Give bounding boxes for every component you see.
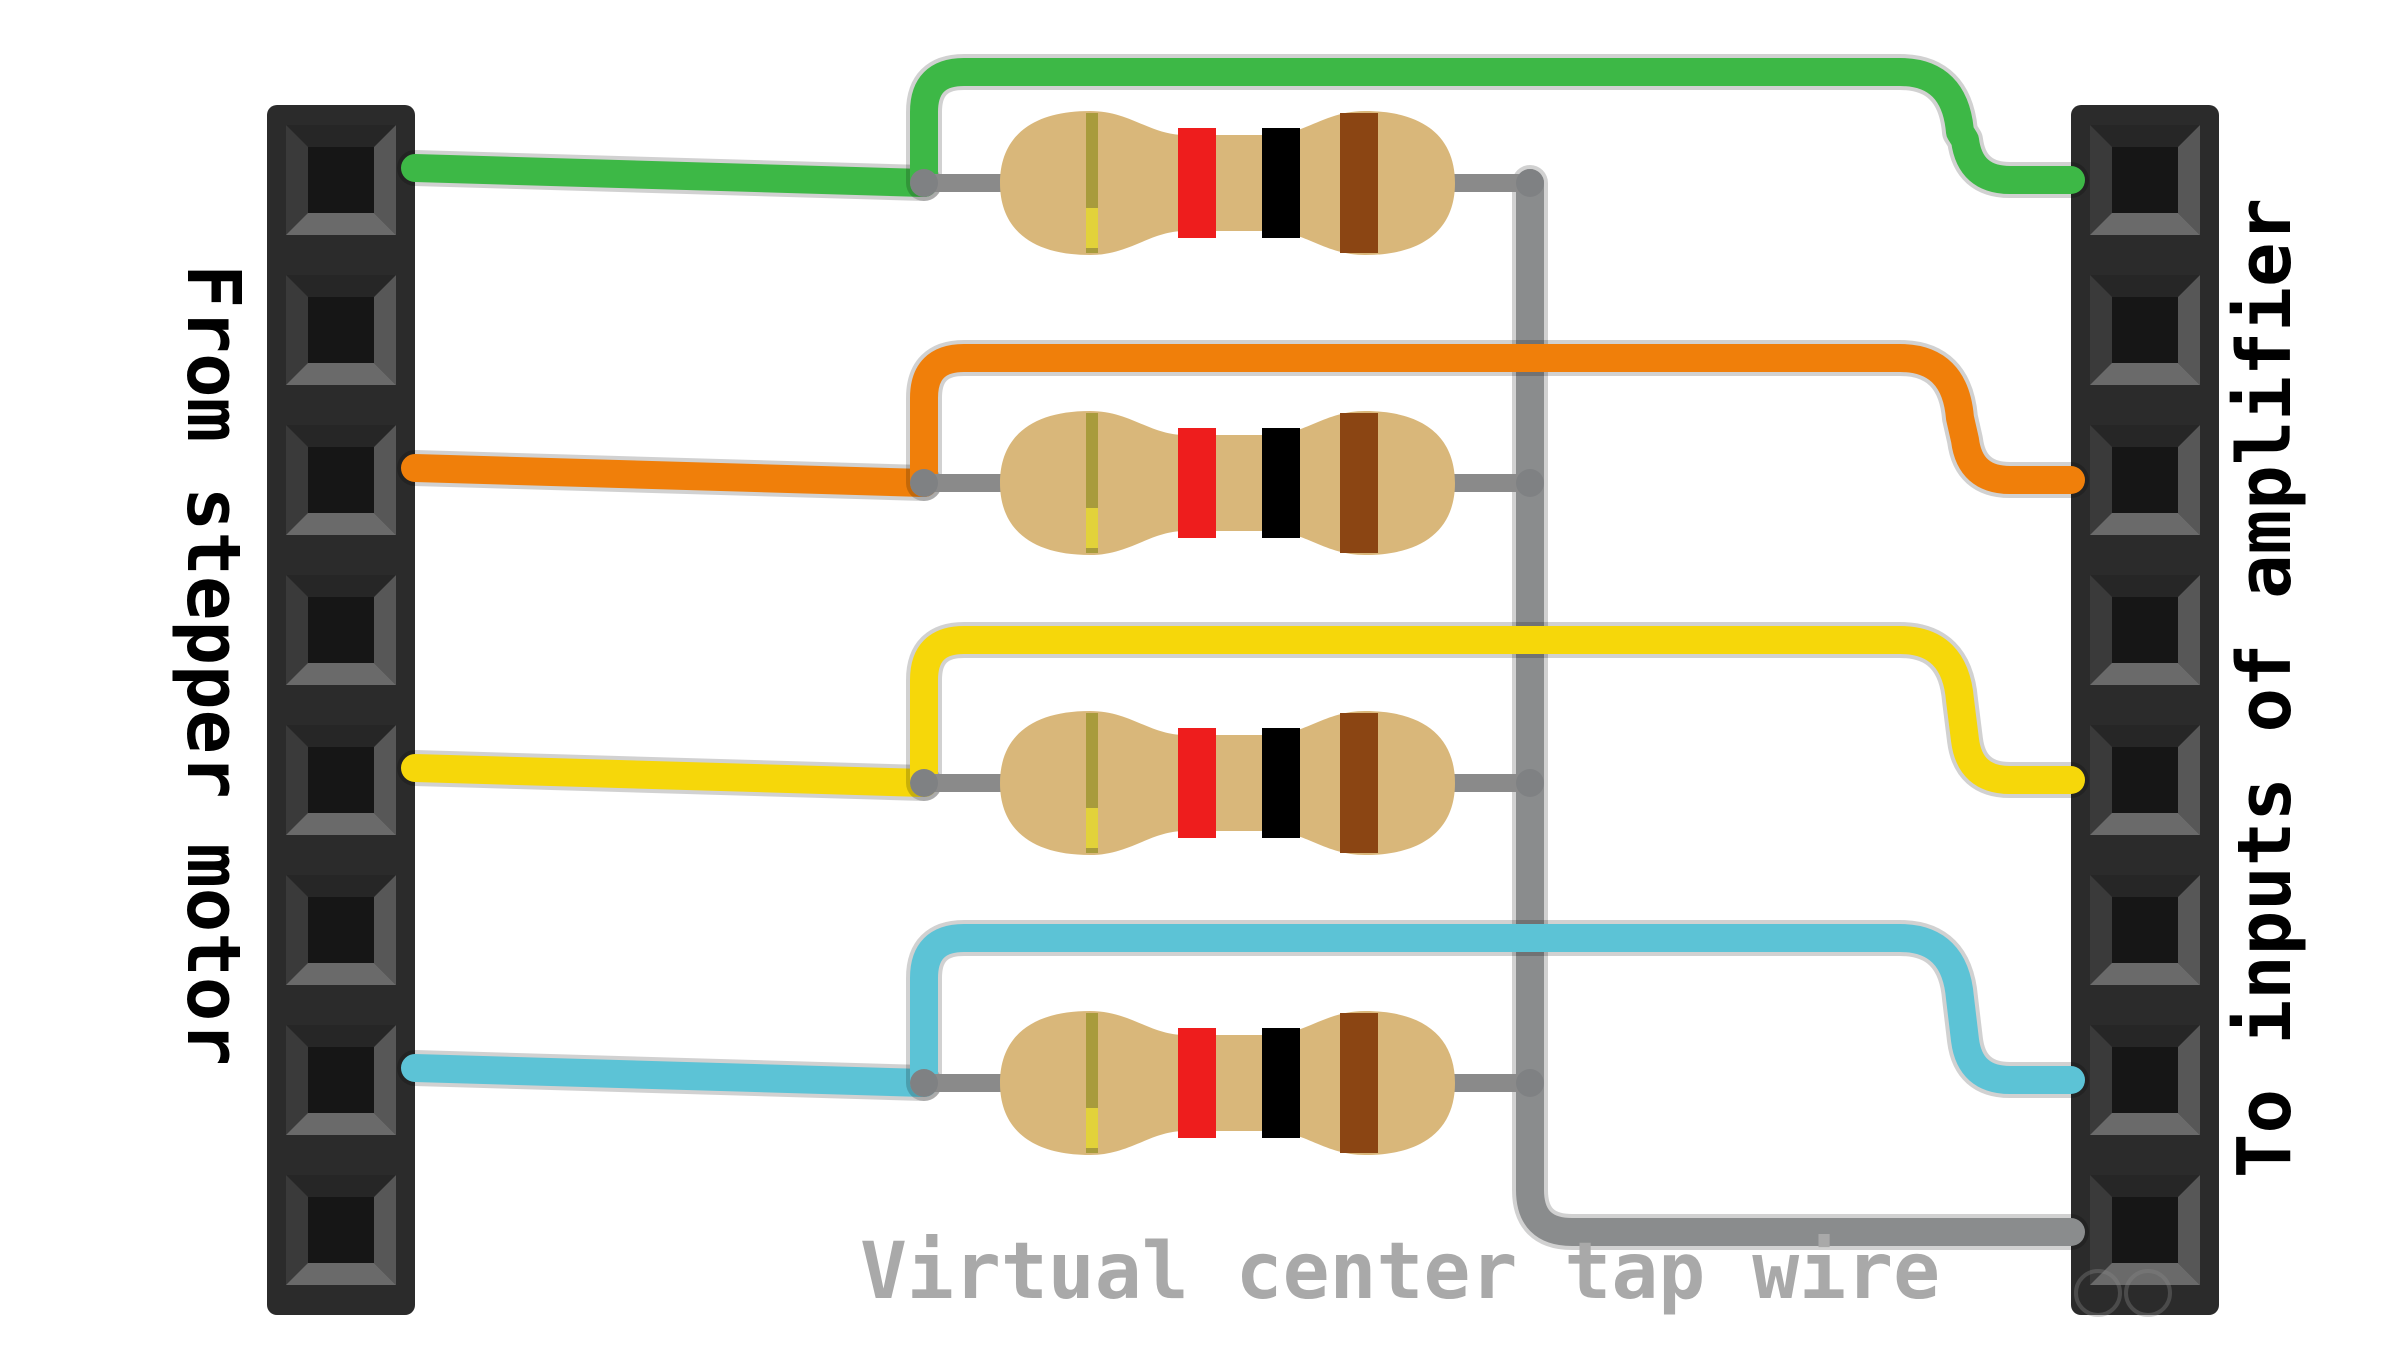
center-tap-wire [1512, 165, 2089, 1250]
orange-wire-left [397, 450, 942, 501]
bottom-label: Virtual center tap wire [860, 1227, 1940, 1317]
right-header-pin [2090, 1025, 2200, 1135]
tap-connector [1431, 769, 1544, 797]
resistor-body [1000, 1011, 1455, 1155]
left-header-pin [286, 575, 396, 685]
orange-wire-loop [906, 340, 2089, 501]
tap-connector [1431, 1069, 1544, 1097]
right-header-body [2071, 105, 2219, 1315]
resistor [910, 711, 1455, 855]
right-header-pin [2090, 125, 2200, 235]
band-red [1178, 728, 1216, 838]
cc-watermark-icon [2074, 1269, 2172, 1317]
left-header-pin [286, 425, 396, 535]
right-header-pin [2090, 575, 2200, 685]
resistor-body [1000, 711, 1455, 855]
left-header-pin [286, 1175, 396, 1285]
left-header-body [267, 105, 415, 1315]
right-label: To inputs of amplifier [2222, 198, 2308, 1178]
green-wire-left [397, 150, 942, 201]
left-header [267, 105, 415, 1315]
left-header-pin [286, 1025, 396, 1135]
wires [397, 54, 2089, 1250]
left-header-pin [286, 125, 396, 235]
tap-connector [1431, 169, 1544, 197]
band-red [1178, 128, 1216, 238]
resistor [910, 1011, 1455, 1155]
cyan-wire-left [397, 1050, 942, 1101]
resistors [910, 111, 1455, 1155]
left-label: From stepper motor [170, 264, 256, 1066]
right-header-pin [2090, 1175, 2200, 1285]
band-red [1178, 428, 1216, 538]
green-wire-loop [906, 54, 2089, 201]
band-black [1262, 1028, 1300, 1138]
right-header-pin [2090, 725, 2200, 835]
resistor-body [1000, 411, 1455, 555]
band-red [1178, 1028, 1216, 1138]
cyan-wire-loop [906, 920, 2089, 1101]
band-brown [1340, 713, 1378, 853]
yellow-wire-left [397, 750, 942, 801]
band-black [1262, 128, 1300, 238]
band-black [1262, 728, 1300, 838]
resistor [910, 411, 1455, 555]
right-header-pin [2090, 875, 2200, 985]
resistor-body [1000, 111, 1455, 255]
left-header-pin [286, 725, 396, 835]
tap-connector [1431, 469, 1544, 497]
band-black [1262, 428, 1300, 538]
yellow-wire-loop [906, 622, 2089, 801]
right-header [2071, 105, 2219, 1315]
resistor [910, 111, 1455, 255]
left-header-pin [286, 275, 396, 385]
right-header-pin [2090, 275, 2200, 385]
band-brown [1340, 113, 1378, 253]
band-brown [1340, 413, 1378, 553]
right-header-pin [2090, 425, 2200, 535]
band-brown [1340, 1013, 1378, 1153]
left-header-pin [286, 875, 396, 985]
